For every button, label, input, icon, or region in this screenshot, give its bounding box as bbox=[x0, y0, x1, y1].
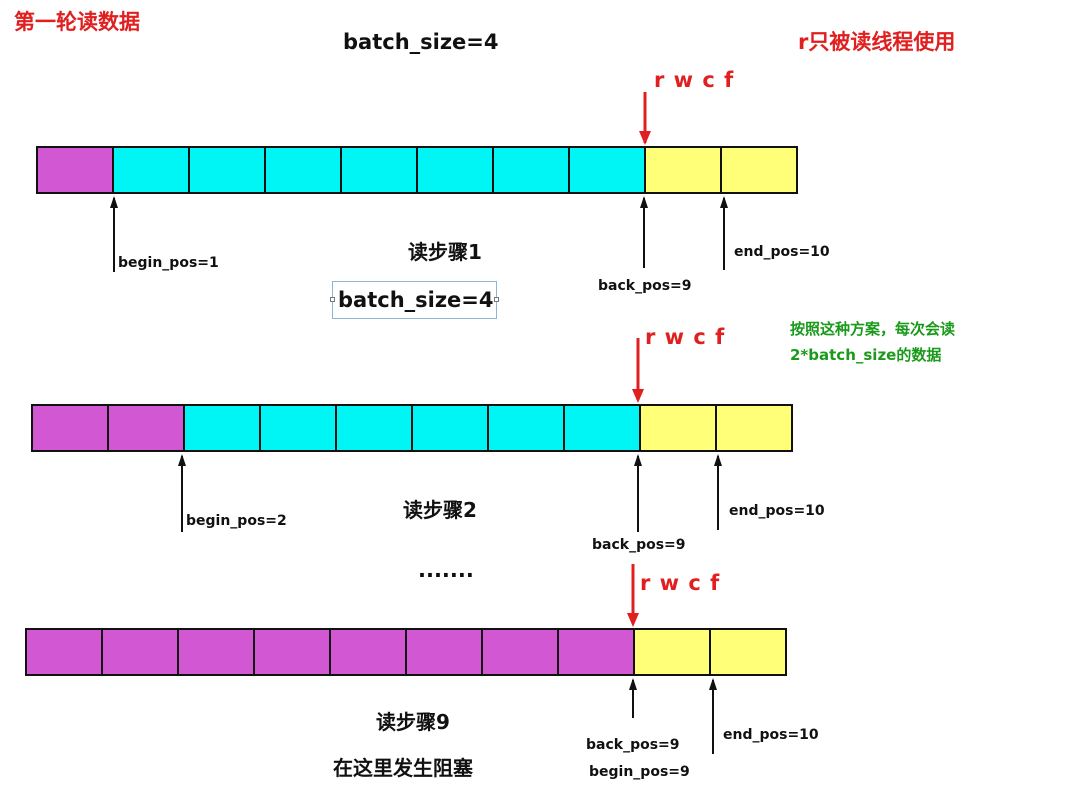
buffer-cell-cyan bbox=[190, 148, 266, 192]
buffer-cell-yellow bbox=[722, 148, 796, 192]
buffer-cell-yellow bbox=[711, 630, 785, 674]
buffer-cell-purple bbox=[38, 148, 114, 192]
buffer-cell-cyan bbox=[489, 406, 565, 450]
buffer-row-step1 bbox=[36, 146, 798, 194]
pointer-label-step9: r w c f bbox=[640, 571, 721, 595]
buffer-row-step2 bbox=[31, 404, 793, 452]
ellipsis: ....... bbox=[418, 558, 474, 582]
buffer-cell-purple bbox=[331, 630, 407, 674]
buffer-cell-purple bbox=[27, 630, 103, 674]
step-label-2: 读步骤2 bbox=[403, 498, 477, 522]
r-usage-note: r只被读线程使用 bbox=[798, 30, 956, 54]
back-pos-label-step1: back_pos=9 bbox=[598, 278, 692, 294]
buffer-cell-cyan bbox=[114, 148, 190, 192]
batch-size-label-step1[interactable]: batch_size=4 bbox=[338, 288, 494, 312]
buffer-cell-cyan bbox=[413, 406, 489, 450]
buffer-cell-cyan bbox=[266, 148, 342, 192]
buffer-cell-cyan bbox=[570, 148, 646, 192]
buffer-cell-purple bbox=[483, 630, 559, 674]
plan-note-line1: 按照这种方案，每次会读 bbox=[790, 320, 956, 338]
buffer-cell-cyan bbox=[337, 406, 413, 450]
batch-size-label-top: batch_size=4 bbox=[343, 30, 499, 54]
diagram-title: 第一轮读数据 bbox=[14, 10, 140, 34]
step-label-9: 读步骤9 bbox=[376, 710, 450, 734]
selected-text-box[interactable] bbox=[330, 281, 499, 319]
buffer-cell-purple bbox=[407, 630, 483, 674]
buffer-cell-yellow bbox=[635, 630, 711, 674]
buffer-cell-cyan bbox=[261, 406, 337, 450]
back-pos-label-step2: back_pos=9 bbox=[592, 537, 686, 553]
back-pos-label-step9: back_pos=9 bbox=[586, 737, 680, 753]
buffer-cell-cyan bbox=[418, 148, 494, 192]
plan-note-line2: 2*batch_size的数据 bbox=[790, 346, 942, 364]
buffer-cell-cyan bbox=[185, 406, 261, 450]
buffer-cell-purple bbox=[109, 406, 185, 450]
buffer-cell-purple bbox=[33, 406, 109, 450]
step-label-1: 读步骤1 bbox=[408, 240, 482, 264]
buffer-cell-yellow bbox=[641, 406, 717, 450]
end-pos-label-step2: end_pos=10 bbox=[729, 503, 825, 519]
end-pos-label-step9: end_pos=10 bbox=[723, 727, 819, 743]
buffer-cell-purple bbox=[179, 630, 255, 674]
blocked-note: 在这里发生阻塞 bbox=[333, 756, 473, 780]
buffer-cell-cyan bbox=[494, 148, 570, 192]
resize-handle-left[interactable] bbox=[330, 297, 335, 302]
buffer-cell-yellow bbox=[646, 148, 722, 192]
buffer-cell-purple bbox=[103, 630, 179, 674]
buffer-cell-purple bbox=[255, 630, 331, 674]
buffer-cell-yellow bbox=[717, 406, 791, 450]
resize-handle-right[interactable] bbox=[494, 297, 499, 302]
end-pos-label-step1: end_pos=10 bbox=[734, 244, 830, 260]
buffer-cell-purple bbox=[559, 630, 635, 674]
begin-pos-label-step1: begin_pos=1 bbox=[118, 255, 219, 271]
buffer-cell-cyan bbox=[342, 148, 418, 192]
pointer-arrowhead-step1 bbox=[639, 131, 651, 145]
pointer-label-step1: r w c f bbox=[654, 68, 735, 92]
begin-pos-label-step9: begin_pos=9 bbox=[589, 764, 690, 780]
pointer-label-step2: r w c f bbox=[645, 325, 726, 349]
begin-pos-label-step2: begin_pos=2 bbox=[186, 513, 287, 529]
buffer-row-step9 bbox=[25, 628, 787, 676]
buffer-cell-cyan bbox=[565, 406, 641, 450]
